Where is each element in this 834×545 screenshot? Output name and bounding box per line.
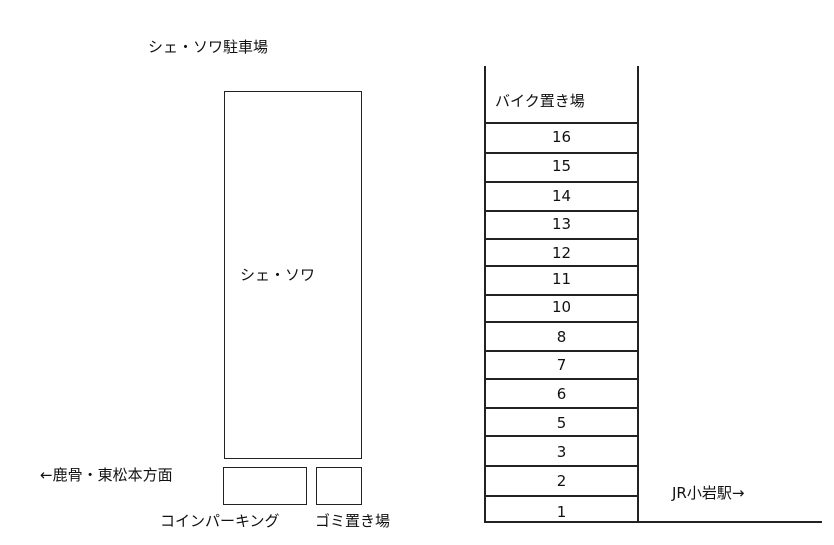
slot-number: 10: [551, 298, 572, 316]
slot-number: 16: [551, 128, 572, 146]
slot-number: 11: [551, 270, 572, 288]
garbage-label: ゴミ置き場: [315, 512, 391, 530]
slot-divider: [484, 407, 638, 409]
slot-divider: [484, 181, 638, 183]
slot-number: 6: [556, 385, 567, 403]
slot-number: 7: [556, 356, 567, 374]
slot-divider: [484, 265, 638, 267]
page-title: シェ・ソワ駐車場: [148, 38, 269, 56]
slot-number: 5: [556, 414, 567, 432]
slot-number: 2: [556, 472, 567, 490]
slot-number: 14: [551, 187, 572, 205]
slot-divider: [484, 465, 638, 467]
road-line: [484, 521, 822, 523]
slot-divider: [484, 152, 638, 154]
slot-divider: [484, 122, 638, 124]
coin-parking-box: [223, 467, 307, 505]
slot-divider: [484, 210, 638, 212]
slot-divider: [484, 378, 638, 380]
slot-divider: [484, 350, 638, 352]
slot-number: 8: [556, 328, 567, 346]
slot-number: 1: [556, 503, 567, 521]
slot-divider: [484, 435, 638, 437]
direction-left: ←鹿骨・東松本方面: [40, 466, 173, 484]
slot-divider: [484, 321, 638, 323]
building-label: シェ・ソワ: [240, 266, 316, 284]
slot-divider: [484, 495, 638, 497]
slot-number: 12: [551, 244, 572, 262]
building-outline: [224, 91, 362, 459]
bike-area-label: バイク置き場: [495, 92, 585, 110]
direction-right: JR小岩駅→: [672, 484, 745, 502]
coin-parking-label: コインパーキング: [160, 512, 280, 530]
slot-divider: [484, 238, 638, 240]
garbage-box: [316, 467, 362, 505]
slot-divider: [484, 294, 638, 296]
slot-number: 13: [551, 215, 572, 233]
slot-number: 15: [551, 157, 572, 175]
slot-number: 3: [556, 443, 567, 461]
